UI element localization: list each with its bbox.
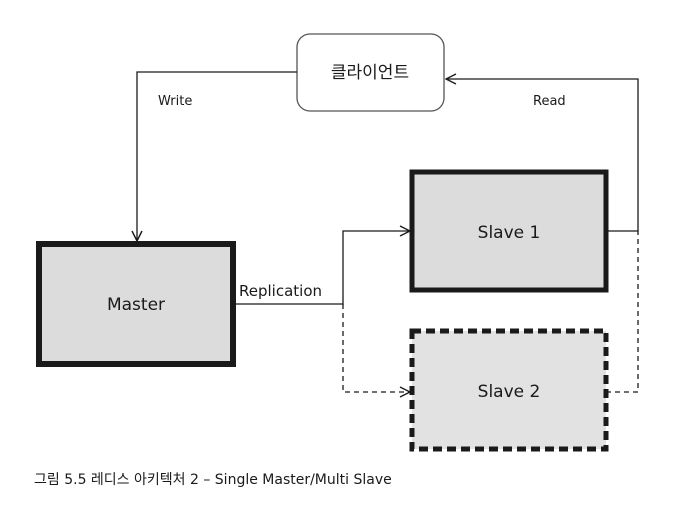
slave2-node: Slave 2: [409, 328, 609, 452]
replication-edge: Replication: [233, 231, 410, 392]
slave2-label: Slave 2: [478, 382, 541, 402]
client-label: 클라이언트: [331, 63, 409, 83]
read-label: Read: [533, 94, 566, 109]
replication-label: Replication: [239, 282, 322, 300]
write-label: Write: [158, 94, 192, 109]
figure-caption: 그림 5.5 레디스 아키텍처 2 – Single Master/Multi …: [34, 472, 392, 488]
slave1-label: Slave 1: [478, 223, 541, 243]
master-node: Master: [36, 241, 236, 367]
client-node: 클라이언트: [296, 33, 445, 112]
slave1-node: Slave 1: [409, 169, 609, 293]
write-edge: Write: [137, 71, 297, 241]
master-label: Master: [107, 295, 165, 315]
read-edge: Read: [446, 79, 639, 393]
